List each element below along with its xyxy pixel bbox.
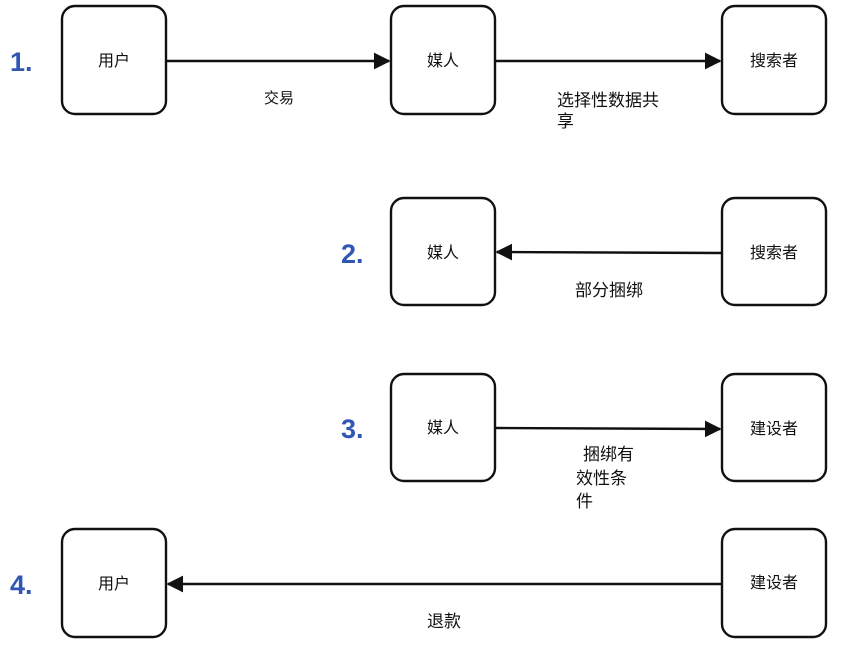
- searcher-node-label: 搜索者: [750, 243, 798, 262]
- user-node-label: 用户: [98, 574, 130, 593]
- builder-node-step-3: 建设者: [720, 372, 828, 483]
- builder-node-label: 建设者: [750, 419, 798, 438]
- matchmaker-node-label: 媒人: [427, 243, 459, 262]
- edge-matchmaker-to-builder: [494, 420, 722, 438]
- edge-label-bundling-validity-line-2: 效性条: [576, 469, 627, 489]
- user-node-step-4: 用户: [60, 527, 168, 639]
- step-1-number: 1.: [10, 47, 33, 77]
- edge-searcher-to-matchmaker: [495, 243, 723, 261]
- edge-label-partial-bundling: 部分捆绑: [575, 281, 643, 301]
- searcher-node-step-2: 搜索者: [720, 196, 828, 307]
- searcher-node-label: 搜索者: [750, 51, 798, 70]
- matchmaker-node-label: 媒人: [427, 51, 459, 70]
- searcher-node-step-1: 搜索者: [720, 4, 828, 116]
- edge-label-transaction: 交易: [264, 89, 294, 107]
- edge-label-bundling-validity-line-1: 捆绑有: [583, 445, 634, 465]
- user-node-step-1: 用户: [60, 4, 168, 116]
- step-4-number: 4.: [10, 570, 33, 600]
- matchmaker-node-step-1: 媒人: [389, 4, 497, 116]
- step-3-number: 3.: [341, 414, 364, 444]
- edge-label-selective-sharing-line-2: 享: [557, 112, 574, 132]
- matchmaker-node-step-2: 媒人: [389, 196, 497, 307]
- matchmaker-node-step-3: 媒人: [389, 372, 497, 483]
- user-node-label: 用户: [98, 51, 130, 70]
- builder-node-step-4: 建设者: [720, 527, 828, 639]
- builder-node-label: 建设者: [750, 573, 798, 592]
- step-2-number: 2.: [341, 239, 364, 269]
- matchmaker-node-label: 媒人: [427, 418, 459, 437]
- edge-label-bundling-validity-line-3: 件: [576, 492, 593, 512]
- edge-label-selective-sharing-line-1: 选择性数据共: [557, 91, 659, 111]
- edge-label-refund: 退款: [427, 612, 461, 632]
